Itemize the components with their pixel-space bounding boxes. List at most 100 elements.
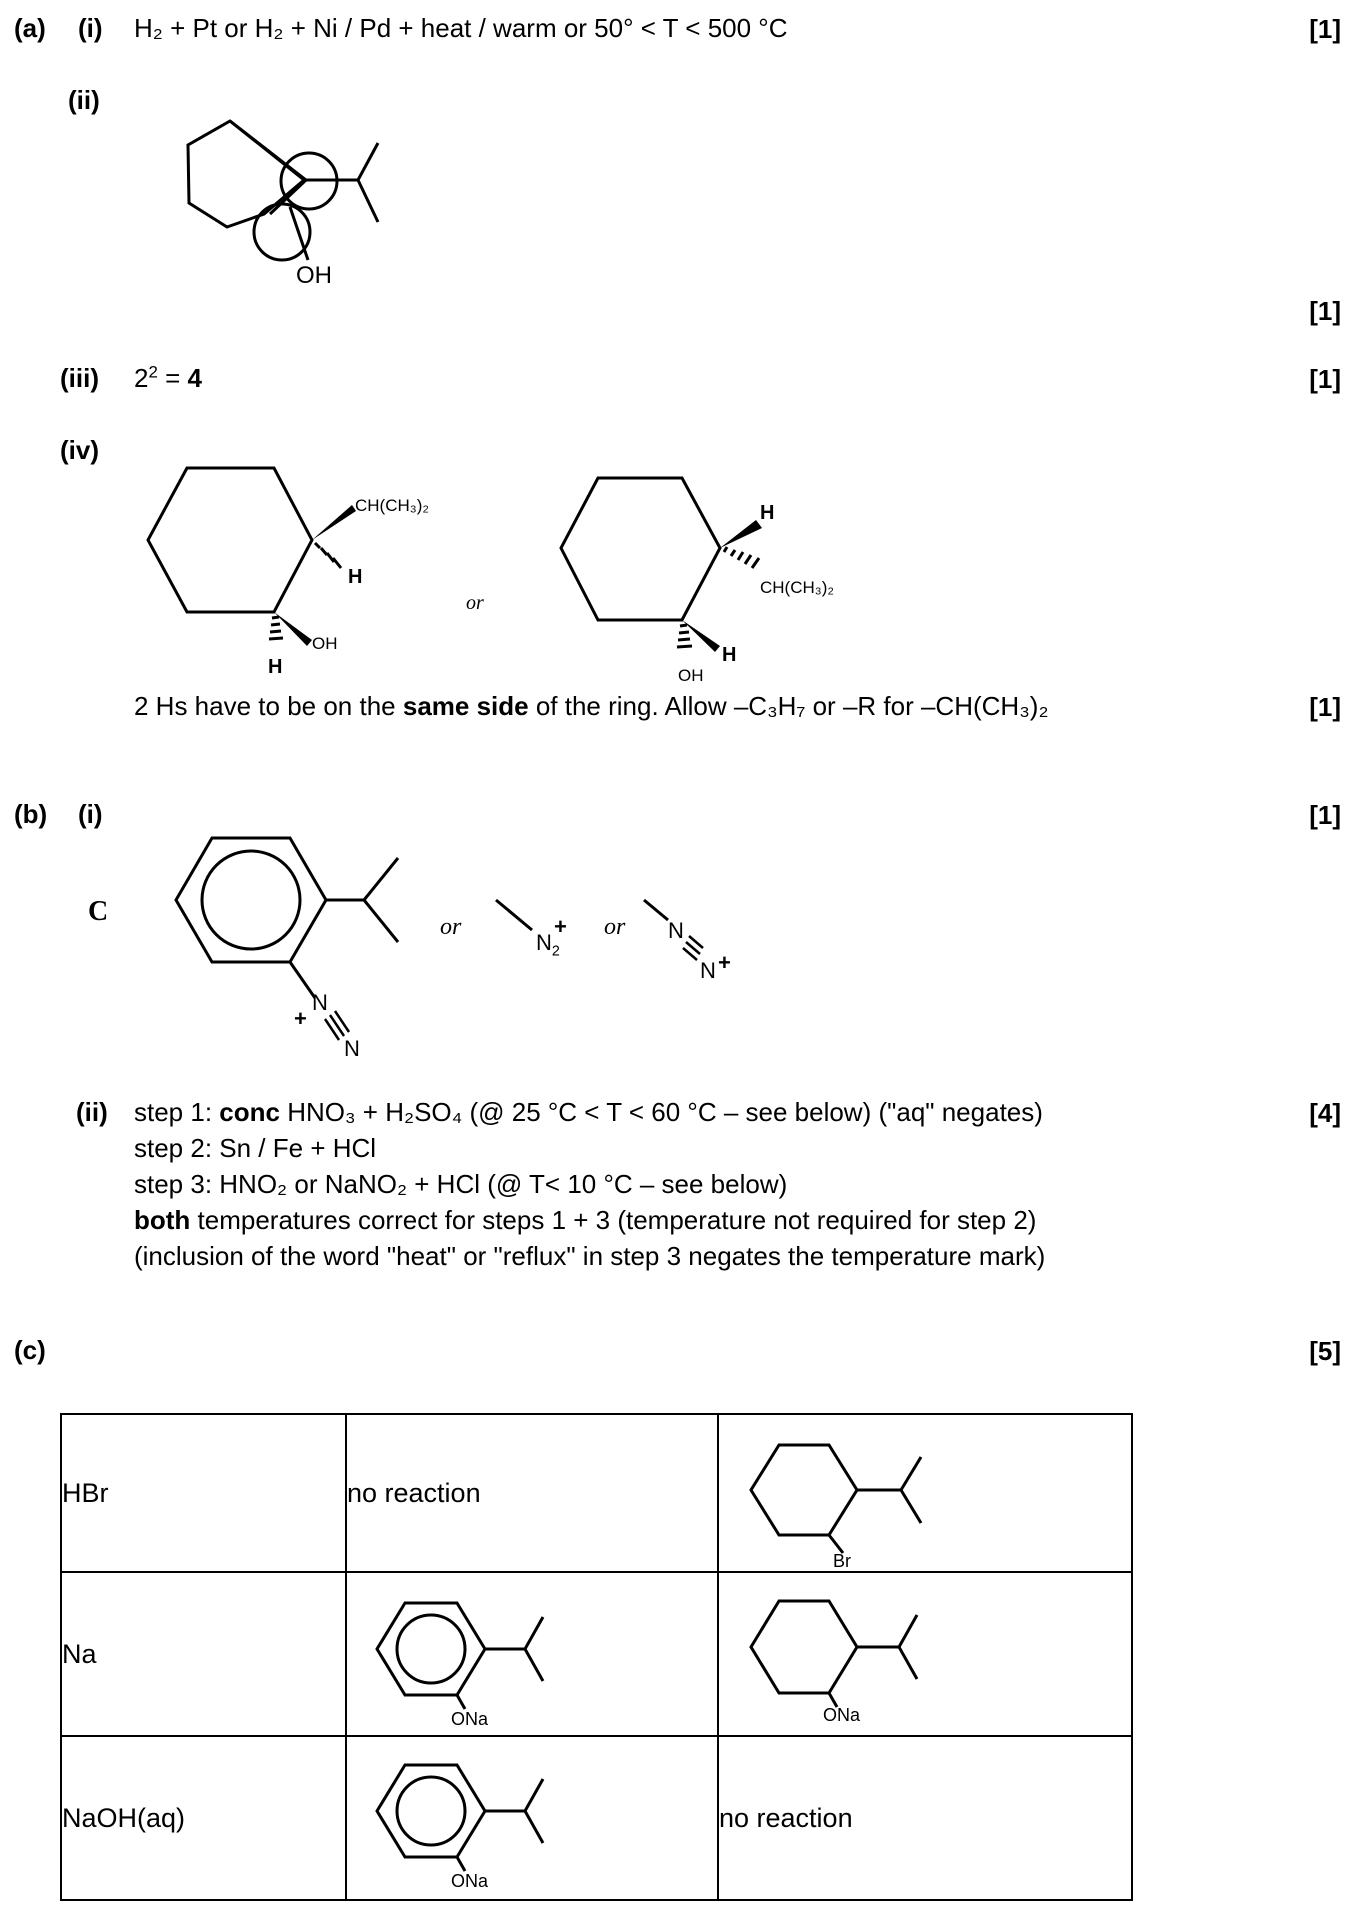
hash-bond [331, 557, 343, 569]
product-cell: no reaction [717, 1735, 1133, 1901]
aromatic-circle [395, 1775, 467, 1847]
isopropyl-methyl [362, 899, 400, 943]
part-a-iv-label: (iv) [60, 435, 99, 465]
isopropyl-methyl [523, 1616, 545, 1650]
part-b-i-label: (i) [78, 799, 103, 829]
ona-label: ONa [451, 1709, 489, 1729]
chiral-centre-circle [252, 202, 312, 262]
a-iv-or: or [466, 592, 484, 614]
oh-bond [288, 206, 310, 261]
aromatic-circle [395, 1613, 467, 1685]
br-bond [827, 1534, 845, 1554]
triple-bond [333, 1010, 351, 1033]
n2-bond [495, 898, 533, 932]
hash-bond [313, 541, 322, 550]
diazo-bond-alt [643, 898, 669, 922]
part-a-iii-answer: 22 = 4 [134, 362, 202, 393]
a-iv-2-h: H [760, 502, 775, 524]
b-ii-step3: step 3: HNO₂ or NaNO₂ + HCl (@ T< 10 °C … [134, 1169, 788, 1199]
hash-bond [750, 557, 761, 569]
isopropyl-methyl [362, 857, 400, 901]
a-iv-1-substituent: CH(CH₃)₂ [355, 496, 429, 515]
a-iv-2-h2: H [722, 644, 737, 666]
product-cell: ONa [345, 1571, 719, 1737]
hash-bond [722, 546, 729, 553]
part-a-i-label: (i) [78, 13, 103, 43]
hash-bond [678, 630, 690, 635]
reagent-cell: Na [60, 1571, 347, 1737]
b-ii-heat-note: (inclusion of the word "heat" or "reflux… [134, 1241, 1046, 1271]
isopropyl-methyl [897, 1614, 919, 1648]
aromatic-circle [200, 849, 302, 951]
ona-label: ONa [823, 1705, 861, 1725]
hash-bond [269, 629, 282, 634]
hash-bond [743, 554, 753, 565]
bromocyclohexane-structure [749, 1443, 923, 1554]
hash-bond [325, 552, 336, 563]
part-b-ii-mark: [4] [1309, 1098, 1341, 1128]
product-cell: Br [717, 1413, 1133, 1573]
reagent-cell: HBr [60, 1413, 347, 1573]
isopropyl-methyl [897, 1646, 919, 1680]
reactions-table: HBr no reaction Br Na ONa [60, 1413, 1133, 1901]
hash-bond [729, 549, 737, 557]
part-a-i-mark: [1] [1309, 14, 1341, 44]
isopropyl-methyl [356, 142, 380, 181]
b-i-n1: N [312, 990, 328, 1015]
ona-bond [455, 1694, 467, 1710]
a-iv-1-oh: OH [312, 634, 338, 653]
isopropyl-methyl [523, 1648, 545, 1682]
wedge-bond [720, 520, 762, 548]
table-row: NaOH(aq) ONa no reaction [60, 1735, 1133, 1901]
benzene-ring [375, 1601, 487, 1697]
triple-bond-alt [682, 947, 698, 961]
part-b-ii-label: (ii) [76, 1097, 108, 1127]
part-a-iv-mark: [1] [1309, 692, 1341, 722]
hash-bond [676, 644, 693, 649]
table-row: Na ONa ONa [60, 1571, 1133, 1737]
ona-bond [827, 1692, 839, 1708]
a-iv-1-h2: H [268, 656, 283, 678]
benzene-ring [375, 1763, 487, 1859]
hash-bond [271, 615, 280, 620]
b-ii-step2: step 2: Sn / Fe + HCl [134, 1133, 377, 1163]
b-ii-step1: step 1: conc HNO₃ + H₂SO₄ (@ 25 °C < T <… [134, 1097, 1043, 1127]
a-iv-2-substituent: CH(CH₃)₂ [760, 578, 834, 597]
reagent-cell: NaOH(aq) [60, 1735, 347, 1901]
table-row: HBr no reaction Br [60, 1413, 1133, 1573]
wedge-bond [312, 505, 356, 540]
ring-bond [229, 119, 307, 182]
b-ii-both-note: both temperatures correct for steps 1 + … [134, 1205, 1037, 1235]
hash-bond [268, 636, 284, 641]
b-i-n2: N [344, 1036, 360, 1061]
b-i-plus: + [294, 1006, 307, 1031]
ona-label: ONa [451, 1871, 489, 1891]
wedge-bond [682, 620, 720, 652]
compound-c-label: C [88, 896, 109, 927]
sodium-phenoxide-structure [375, 1763, 545, 1872]
part-a-iii-mark: [1] [1309, 364, 1341, 394]
product-cell: ONa [345, 1735, 719, 1901]
br-label: Br [833, 1551, 851, 1571]
part-a-iii-label: (iii) [60, 363, 99, 393]
hash-bond [677, 637, 691, 642]
b-i-alt-plus: + [718, 950, 731, 975]
part-b-i-mark: [1] [1309, 800, 1341, 830]
isopropyl-methyl [356, 179, 380, 223]
triple-bond [323, 1018, 341, 1041]
isopropyl-methyl [523, 1810, 545, 1844]
b-i-or-2: or [604, 914, 626, 940]
part-a-ii-mark: [1] [1309, 296, 1341, 326]
part-c-label: (c) [14, 1335, 46, 1365]
triple-bond-alt [685, 941, 701, 955]
hash-bond [736, 551, 745, 561]
diazo-bond [288, 961, 317, 999]
isopropyl-methyl [899, 1456, 923, 1491]
b-i-n2-group: N2 [536, 930, 560, 960]
wedge-bond [274, 612, 312, 646]
benzene-ring [174, 836, 328, 964]
